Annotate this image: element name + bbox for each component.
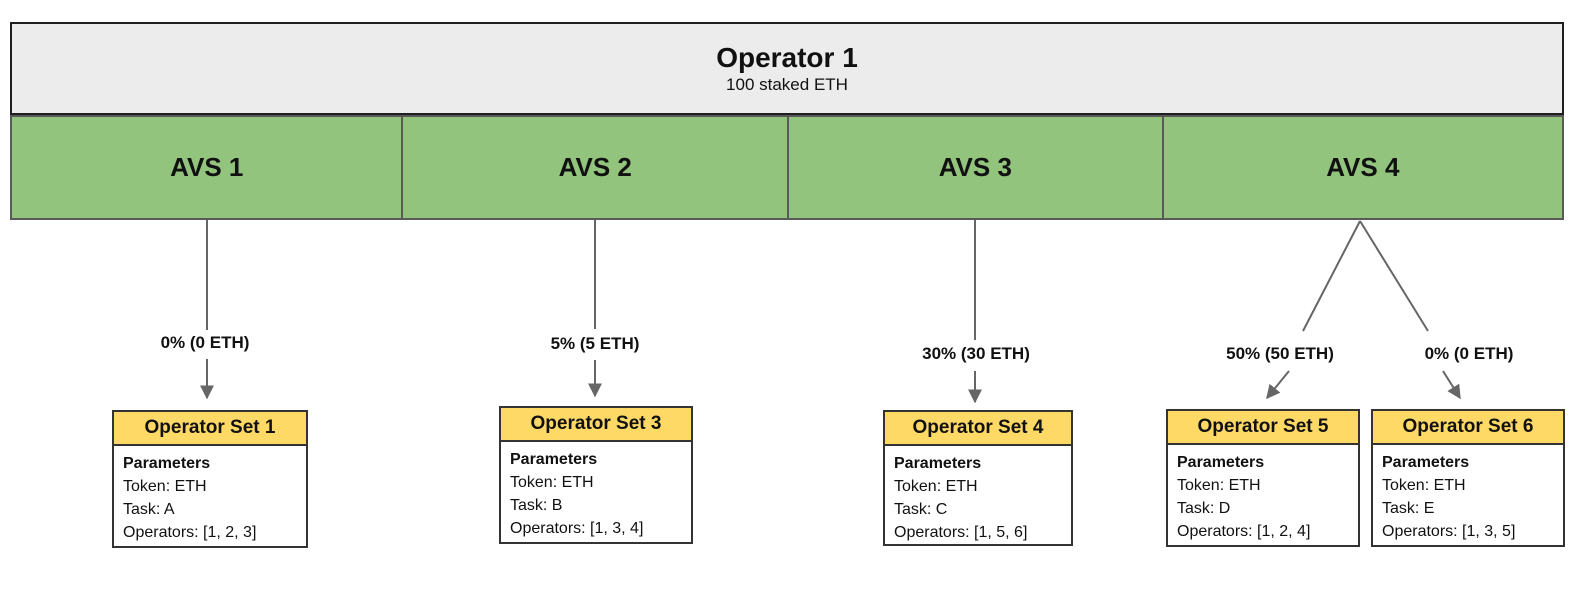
param-operators: Operators: [1, 5, 6] bbox=[894, 524, 1028, 541]
operator-set-6-header: Operator Set 6 bbox=[1373, 411, 1563, 445]
operator-set-3-header: Operator Set 3 bbox=[501, 408, 691, 442]
avs-cell-3: AVS 3 bbox=[789, 117, 1164, 218]
param-operators: Operators: [1, 2, 3] bbox=[123, 524, 257, 541]
param-task: Task: D bbox=[1177, 500, 1231, 517]
operator-set-6-body: Parameters Token: ETH Task: E Operators:… bbox=[1373, 445, 1563, 543]
params-heading: Parameters bbox=[510, 451, 598, 468]
avs-label-1: AVS 1 bbox=[170, 152, 244, 182]
operator-set-box-4: Operator Set 4 Parameters Token: ETH Tas… bbox=[883, 410, 1073, 546]
param-token: Token: ETH bbox=[894, 478, 978, 495]
param-task: Task: E bbox=[1382, 500, 1435, 517]
arrow-avs4-right-lower bbox=[1442, 370, 1461, 400]
param-token: Token: ETH bbox=[1177, 477, 1261, 494]
operator-set-1-body: Parameters Token: ETH Task: A Operators:… bbox=[114, 446, 306, 544]
operator-set-3-body: Parameters Token: ETH Task: B Operators:… bbox=[501, 442, 691, 540]
arrow-avs4-right-upper bbox=[1359, 220, 1429, 332]
operator-set-4-header: Operator Set 4 bbox=[885, 412, 1071, 446]
operator-set-box-1: Operator Set 1 Parameters Token: ETH Tas… bbox=[112, 410, 308, 548]
param-task: Task: B bbox=[510, 497, 563, 514]
operator-box: Operator 1 100 staked ETH bbox=[10, 22, 1564, 115]
params-heading: Parameters bbox=[1177, 454, 1265, 471]
param-task: Task: A bbox=[123, 501, 175, 518]
param-operators: Operators: [1, 3, 5] bbox=[1382, 523, 1516, 540]
avs-cell-2: AVS 2 bbox=[403, 117, 789, 218]
arrow-avs4-left-upper bbox=[1302, 220, 1361, 332]
allocation-label-4: 50% (50 ETH) bbox=[1223, 344, 1337, 364]
allocation-label-3: 30% (30 ETH) bbox=[919, 344, 1033, 364]
avs-cell-4: AVS 4 bbox=[1163, 117, 1563, 218]
operator-subtitle: 100 staked ETH bbox=[726, 74, 848, 94]
allocation-label-5: 0% (0 ETH) bbox=[1421, 344, 1517, 364]
operator-set-5-header: Operator Set 5 bbox=[1168, 411, 1358, 445]
arrow-avs4-left-lower bbox=[1266, 370, 1290, 400]
avs-label-4: AVS 4 bbox=[1326, 152, 1400, 182]
operator-set-box-3: Operator Set 3 Parameters Token: ETH Tas… bbox=[499, 406, 693, 544]
avs-label-3: AVS 3 bbox=[938, 152, 1012, 182]
params-heading: Parameters bbox=[123, 455, 211, 472]
operator-set-5-body: Parameters Token: ETH Task: D Operators:… bbox=[1168, 445, 1358, 543]
avs-cell-1: AVS 1 bbox=[12, 117, 404, 218]
param-operators: Operators: [1, 2, 4] bbox=[1177, 523, 1311, 540]
param-task: Task: C bbox=[894, 501, 948, 518]
params-heading: Parameters bbox=[894, 455, 982, 472]
allocation-label-1: 0% (0 ETH) bbox=[157, 333, 253, 353]
operator-set-4-body: Parameters Token: ETH Task: C Operators:… bbox=[885, 446, 1071, 544]
params-heading: Parameters bbox=[1382, 454, 1470, 471]
operator-title: Operator 1 bbox=[716, 41, 858, 73]
avs-label-2: AVS 2 bbox=[558, 152, 632, 182]
operator-set-1-header: Operator Set 1 bbox=[114, 412, 306, 446]
operator-set-box-6: Operator Set 6 Parameters Token: ETH Tas… bbox=[1371, 409, 1565, 547]
param-token: Token: ETH bbox=[510, 474, 594, 491]
operator-set-box-5: Operator Set 5 Parameters Token: ETH Tas… bbox=[1166, 409, 1360, 547]
avs-bar: AVS 1 AVS 2 AVS 3 AVS 4 bbox=[10, 115, 1564, 220]
param-operators: Operators: [1, 3, 4] bbox=[510, 520, 644, 537]
param-token: Token: ETH bbox=[1382, 477, 1466, 494]
param-token: Token: ETH bbox=[123, 478, 207, 495]
allocation-label-2: 5% (5 ETH) bbox=[547, 334, 643, 354]
